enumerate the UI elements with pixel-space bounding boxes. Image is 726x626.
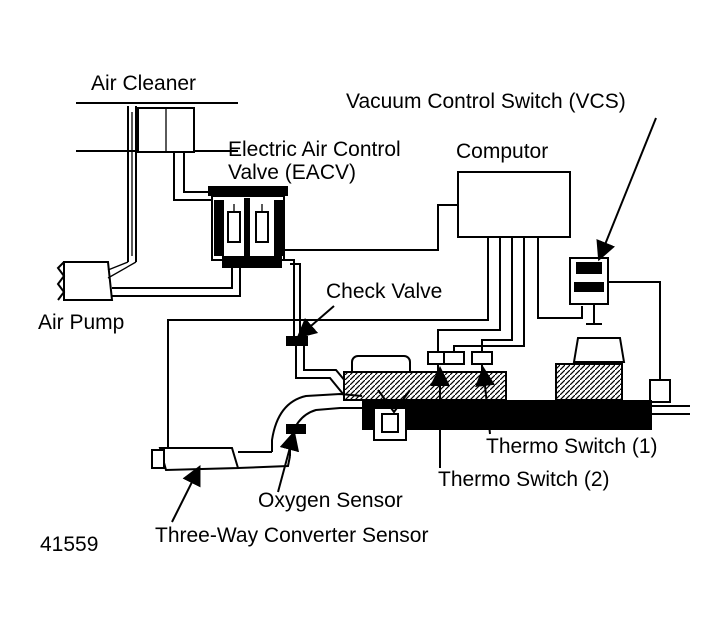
figure-number: 41559	[40, 533, 99, 556]
thermo-switches	[427, 351, 493, 372]
check-valve-label: Check Valve	[326, 280, 443, 303]
computer-to-eacv-wire	[282, 204, 458, 251]
computer-unit	[457, 171, 571, 238]
eacv-label-line2: Valve (EACV)	[228, 161, 356, 184]
oxygen-sensor-leader-arrow	[277, 430, 300, 493]
vcs-leader-arrow	[596, 117, 657, 262]
eacv-to-check-valve-line	[284, 259, 301, 336]
air-cleaner	[76, 102, 238, 153]
three-way-converter	[151, 440, 240, 472]
engine-block	[343, 337, 690, 441]
thermo-switch-1-label: Thermo Switch (1)	[486, 435, 658, 458]
air-pump	[56, 261, 137, 301]
pump-to-eacv-hose	[112, 258, 241, 297]
oxygen-sensor	[286, 424, 306, 434]
eacv-label-line1: Electric Air Control	[228, 138, 401, 161]
leader-arrows	[171, 117, 657, 523]
check-valve-leader-arrow	[296, 305, 335, 339]
thermo-switch-1-leader-arrow	[475, 366, 495, 435]
vacuum-control-switch	[569, 257, 671, 403]
thermo-switch-2-label: Thermo Switch (2)	[438, 468, 610, 491]
air-cleaner-label: Air Cleaner	[91, 72, 197, 95]
vcs-label: Vacuum Control Switch (VCS)	[346, 90, 626, 113]
air-duct-to-pump	[127, 106, 137, 262]
cleaner-to-eacv-hose	[173, 152, 212, 201]
oxygen-sensor-label: Oxygen Sensor	[258, 489, 403, 512]
computer-sensor-wires	[167, 237, 583, 440]
three-way-converter-label: Three-Way Converter Sensor	[155, 524, 429, 547]
eacv-valve	[208, 186, 288, 268]
air-pump-label: Air Pump	[38, 311, 125, 334]
computer-label: Computor	[456, 140, 549, 163]
converter-leader-arrow	[171, 465, 201, 523]
